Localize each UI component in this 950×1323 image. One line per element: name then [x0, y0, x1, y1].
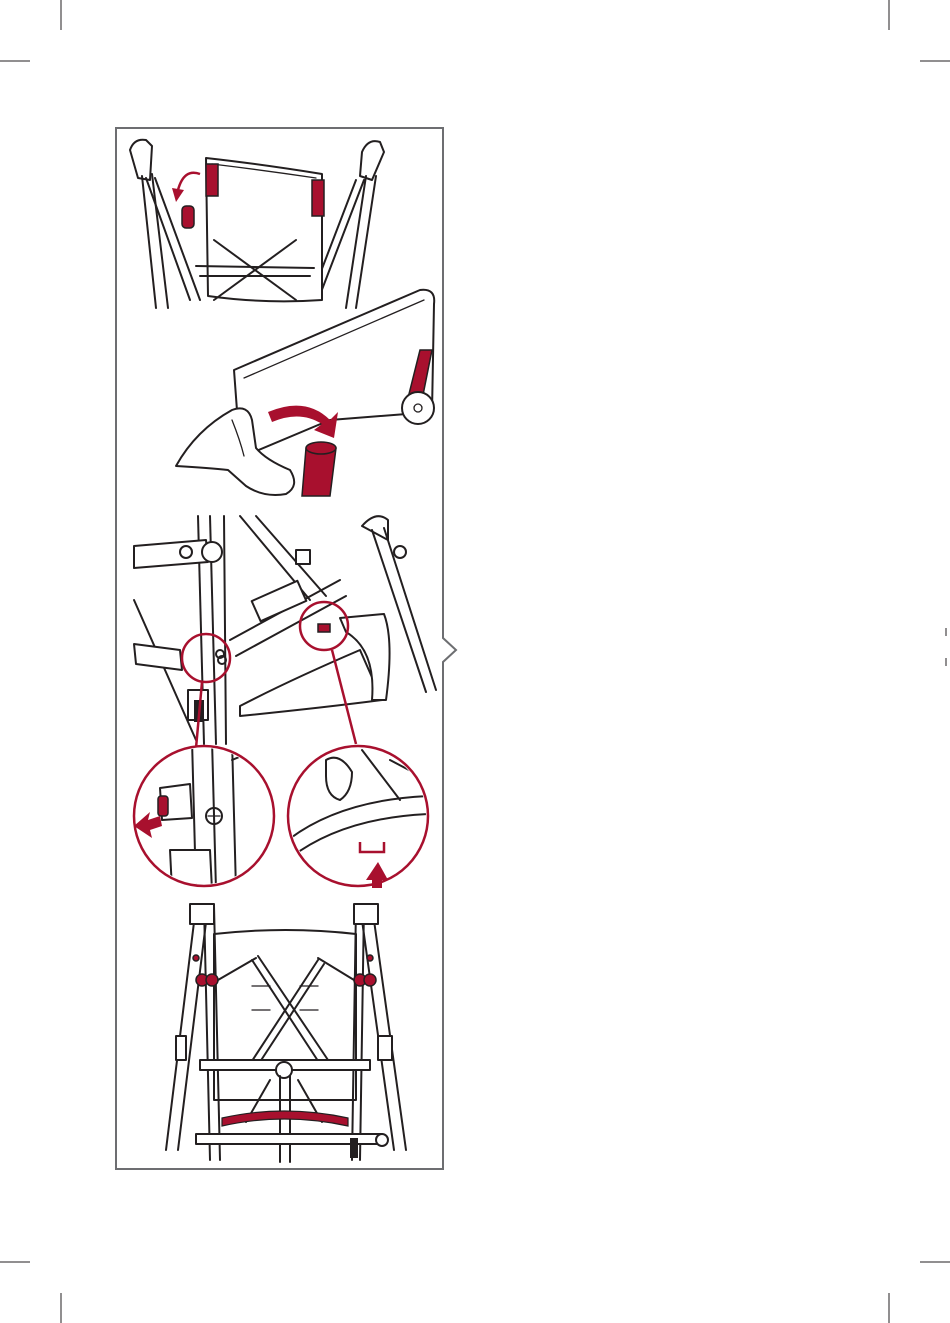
figure-seat-clip-detail-right [288, 746, 428, 888]
